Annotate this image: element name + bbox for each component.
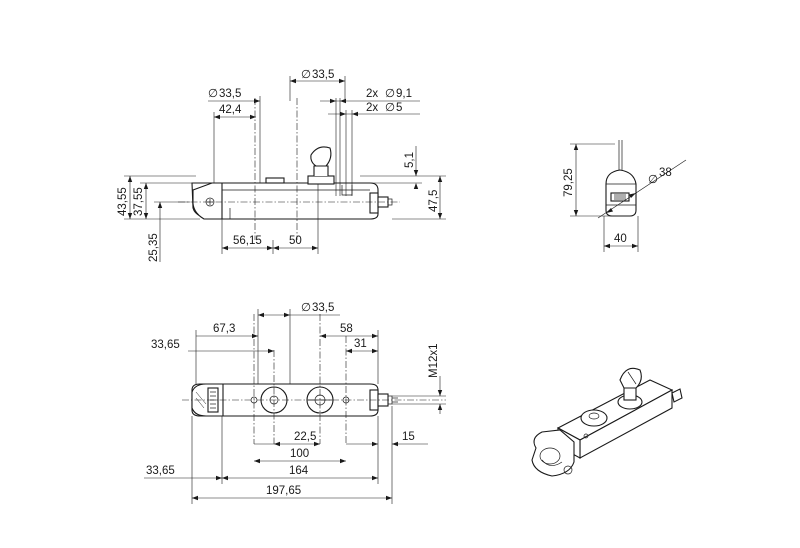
dim-side-key-symbol: ∅	[301, 69, 311, 81]
side-top-bump	[265, 177, 285, 184]
side-head-left	[192, 182, 223, 220]
dim-top-15: 15	[402, 431, 415, 443]
dim-side-37-55: 37,55	[133, 187, 145, 216]
dim-top-thread: M12x1	[428, 343, 440, 378]
isometric-view	[531, 367, 683, 477]
dim-side-hole-9-1-label: 2x	[366, 88, 378, 100]
dim-side-5-1: 5,1	[404, 152, 416, 168]
dim-top-31: 31	[354, 338, 367, 350]
dim-top-58: 58	[340, 323, 353, 335]
dim-top-100: 100	[290, 448, 309, 460]
dim-side-bore-dia: 33,5	[219, 88, 241, 100]
dim-top-164: 164	[289, 465, 309, 477]
dim-side-hole-9-1: 9,1	[396, 88, 412, 100]
iso-key-grip	[619, 367, 642, 389]
dim-top-22-5: 22,5	[294, 431, 316, 443]
dim-side-43-55: 43,55	[117, 187, 129, 216]
end-view: ∅ 38 79,25 40	[563, 140, 687, 252]
dim-side-hole-9-1-symbol: ∅	[385, 88, 395, 100]
dim-top-67-3: 67,3	[213, 323, 235, 335]
dim-side-hole-5: 5	[396, 102, 402, 114]
side-key-grip	[310, 146, 332, 167]
dim-top-33-65-upper: 33,65	[151, 339, 180, 351]
dim-end-sweep-dia: 38	[659, 167, 672, 179]
dim-top-33-65-lower: 33,65	[146, 465, 175, 477]
dim-side-hole-5-symbol: ∅	[385, 102, 395, 114]
side-view: ∅ 33,5 42,4 ∅ 33,5 2x ∅ 9,1 2x ∅ 5	[117, 69, 446, 262]
dim-end-40: 40	[614, 233, 627, 245]
dim-side-47-5: 47,5	[428, 190, 440, 212]
dim-side-25-35: 25,35	[148, 233, 160, 262]
dim-side-key-dia: 33,5	[312, 69, 334, 81]
side-end-cap	[369, 192, 379, 214]
dim-top-197-65: 197,65	[266, 485, 301, 497]
dim-side-56-15: 56,15	[233, 235, 262, 247]
iso-head	[531, 429, 575, 477]
dim-top-key-symbol: ∅	[301, 302, 311, 314]
dim-side-50: 50	[289, 235, 302, 247]
dim-end-sweep-symbol: ∅	[648, 174, 658, 186]
top-view: 67,3 ∅ 33,5 58 33,65 31 M12x1	[144, 302, 446, 504]
dim-end-79-25: 79,25	[563, 168, 575, 197]
iso-round-cap	[580, 409, 608, 427]
dim-side-hole-5-label: 2x	[366, 102, 378, 114]
dim-top-key-dia: 33,5	[312, 302, 334, 314]
dim-side-bore-symbol: ∅	[208, 88, 218, 100]
side-key-collar	[307, 175, 335, 185]
dim-side-42-4: 42,4	[219, 104, 242, 116]
side-key-shaft	[313, 165, 329, 176]
